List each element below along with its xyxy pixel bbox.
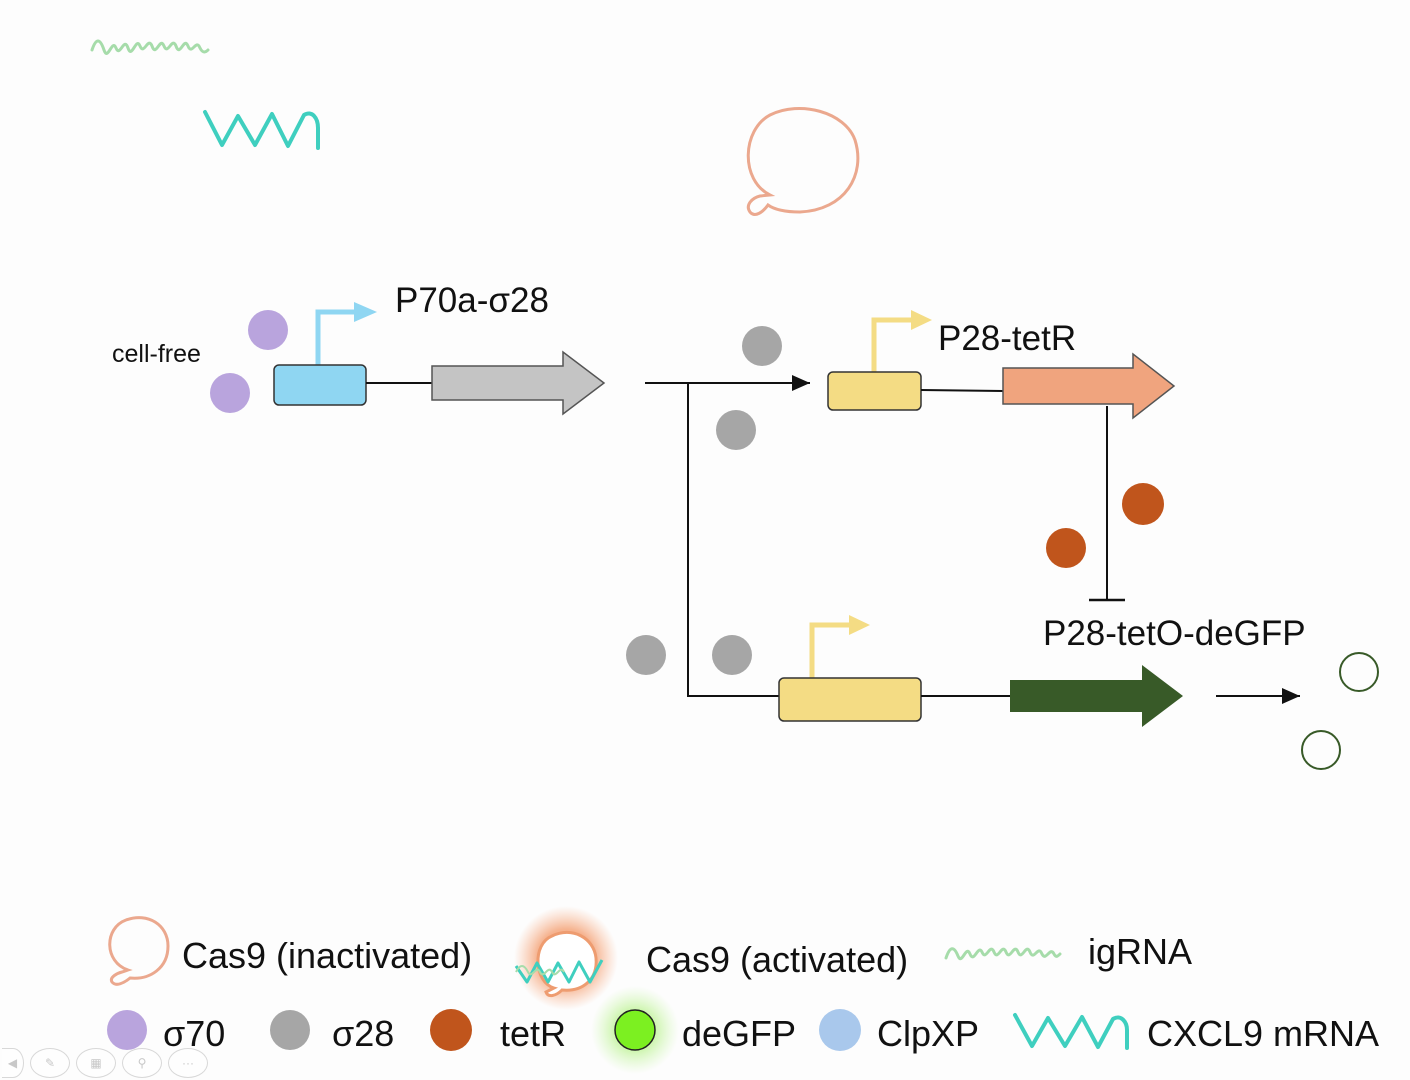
p28-degfp-promoter-box — [778, 677, 922, 722]
p28-degfp-promoter-arrow — [809, 622, 850, 678]
tetr-molecule — [1046, 528, 1086, 568]
cas9-activated-icon — [514, 906, 618, 1010]
cas9-inactivated-icon — [108, 916, 170, 986]
sigma28-gene-arrow — [431, 350, 606, 416]
tetr-molecule — [1122, 483, 1164, 525]
degfp-molecule — [1301, 730, 1341, 770]
igrna-molecule — [90, 39, 210, 55]
clpxp-icon — [819, 1009, 861, 1051]
sigma28-icon — [270, 1010, 310, 1050]
gene2-dna-line — [920, 389, 1004, 392]
degfp-molecule — [1339, 652, 1379, 692]
sigma70-molecule — [210, 373, 250, 413]
p28-tetr-promoter-box — [827, 371, 922, 411]
cas9-inactivated-molecule — [746, 107, 860, 216]
legend-label-tetr: tetR — [500, 1013, 566, 1054]
slides-grid-icon[interactable]: ▦ — [76, 1048, 116, 1078]
legend-label-igrna: igRNA — [1088, 931, 1192, 972]
cell-free-label: cell-free — [112, 340, 201, 368]
legend-label-cas9-activated: Cas9 (activated) — [646, 939, 908, 980]
presentation-toolbar: ◀ ✎ ▦ ⚲ ··· — [0, 1046, 262, 1080]
more-options-icon[interactable]: ··· — [168, 1048, 208, 1078]
gene2-label: P28-tetR — [938, 319, 1076, 358]
p28-tetr-promoter-arrowhead — [911, 310, 932, 330]
sigma70-molecule — [248, 310, 288, 350]
cxcl9-mrna-molecule — [203, 110, 320, 150]
previous-slide-icon[interactable]: ◀ — [2, 1048, 24, 1078]
sigma28-molecule — [742, 326, 782, 366]
pen-icon[interactable]: ✎ — [30, 1048, 70, 1078]
legend-label-clpxp: ClpXP — [877, 1013, 979, 1054]
cxcl9-mrna-icon — [1013, 1013, 1129, 1050]
sigma28-molecule — [626, 635, 666, 675]
legend-label-sigma28: σ28 — [332, 1013, 394, 1054]
tetr-icon — [430, 1009, 472, 1051]
degfp-icon — [614, 1009, 656, 1051]
p70-promoter-arrowhead — [354, 302, 377, 322]
legend-label-sigma70: σ70 — [163, 1013, 225, 1054]
p28-degfp-promoter-arrowhead — [849, 615, 870, 635]
sigma28-molecule — [716, 410, 756, 450]
igrna-icon — [944, 947, 1062, 960]
zoom-icon[interactable]: ⚲ — [122, 1048, 162, 1078]
split-line-to-gene3 — [687, 383, 780, 697]
tetr-gene-arrow — [1002, 352, 1176, 420]
p28-tetr-promoter-arrow — [871, 317, 912, 372]
gene1-label: P70a-σ28 — [395, 281, 549, 320]
legend-row-2: σ70 σ28 tetR deGFP ClpXP CXCL9 mRNA — [107, 986, 1379, 1074]
legend-label-degfp: deGFP — [682, 1013, 796, 1054]
sigma28-molecule — [712, 635, 752, 675]
p70-promoter-box — [273, 364, 367, 406]
gene3-label: P28-tetO-deGFP — [1043, 614, 1306, 653]
p70-promoter-arrow — [315, 309, 355, 365]
legend-row-1: Cas9 (inactivated) Cas9 (activated) igRN… — [108, 906, 1192, 1010]
sigma70-icon — [107, 1010, 147, 1050]
legend-label-cas9-inactivated: Cas9 (inactivated) — [182, 935, 472, 976]
legend-label-cxcl9-mrna: CXCL9 mRNA — [1147, 1013, 1379, 1054]
degfp-gene-arrow — [1010, 665, 1183, 727]
